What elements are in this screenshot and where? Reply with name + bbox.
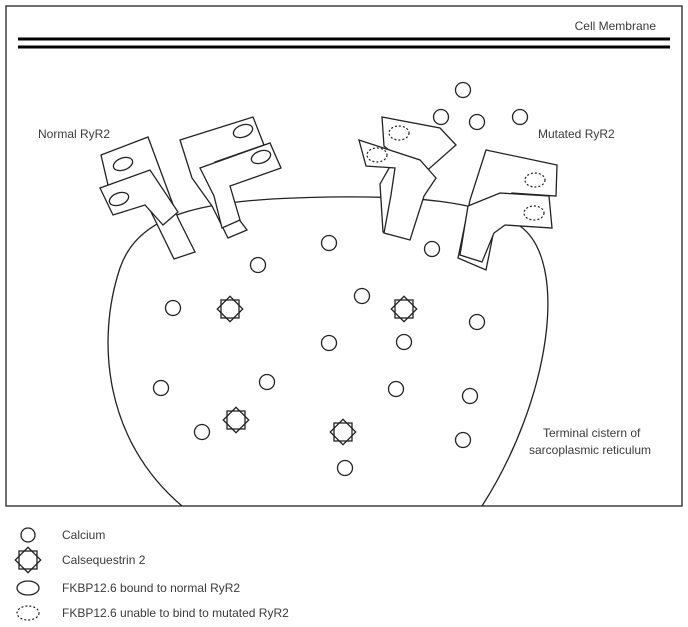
cell-membrane	[18, 37, 670, 49]
fkbp-unbound-markers	[366, 125, 546, 221]
mutated-ryr2-channels	[358, 116, 558, 271]
calcium-ion	[423, 240, 441, 258]
legend-fkbp-unbound-icon	[16, 605, 40, 621]
ryr2-subunit	[179, 116, 265, 239]
mutated-ryr2-label: Mutated RyR2	[538, 127, 615, 141]
fkbp-bound	[108, 191, 130, 207]
fkbp-bound-markers	[108, 123, 272, 207]
cell-membrane-label: Cell Membrane	[575, 19, 657, 33]
calcium-ion	[320, 234, 338, 252]
sr-label-line2: sarcoplasmic reticulum	[529, 443, 651, 457]
ryr2-subunit	[199, 142, 282, 229]
calcium-ion	[454, 431, 472, 449]
fkbp-bound	[232, 123, 254, 139]
legend-fkbp-bound-icon	[16, 580, 40, 596]
calcium-ion	[432, 108, 450, 126]
fkbp-unbound	[388, 125, 410, 141]
sr-label-line1: Terminal cistern of	[543, 426, 641, 440]
diagram-frame	[5, 5, 683, 507]
calsequestrin-markers	[216, 295, 418, 446]
calcium-ion	[511, 108, 529, 126]
ryr2-subunit	[358, 139, 437, 241]
calcium-ion	[258, 373, 276, 391]
fkbp-bound	[250, 149, 272, 165]
calcium-ion	[454, 81, 472, 99]
calcium-ion	[164, 299, 182, 317]
calcium-ion	[353, 287, 371, 305]
calcium-ion	[249, 256, 267, 274]
calcium-ion	[193, 423, 211, 441]
legend-fkbp-bound-label: FKBP12.6 bound to normal RyR2	[62, 581, 240, 595]
calcium-ion	[468, 113, 486, 131]
ryr2-subunit	[459, 192, 553, 263]
legend-fkbp-unbound-label: FKBP12.6 unable to bind to mutated RyR2	[62, 606, 289, 620]
legend-calsequestrin-label: Calsequestrin 2	[62, 553, 146, 567]
legend-calcium-label: Calcium	[62, 528, 105, 542]
terminal-cistern-outline	[107, 196, 549, 507]
calcium-ion	[468, 313, 486, 331]
fkbp-unbound	[366, 147, 388, 163]
legend-calcium-icon	[20, 527, 36, 543]
calcium-ion	[320, 334, 338, 352]
calcium-ion	[152, 379, 170, 397]
calcium-ions	[152, 81, 529, 477]
normal-ryr2-label: Normal RyR2	[38, 127, 110, 141]
calsequestrin-2	[390, 295, 418, 323]
calcium-ion	[461, 387, 479, 405]
calcium-ion	[387, 380, 405, 398]
fkbp-unbound	[524, 172, 546, 188]
legend: Calcium Calsequestrin 2 FKBP12.6 bound t…	[14, 527, 289, 621]
calcium-ion	[395, 333, 413, 351]
calsequestrin-2	[216, 295, 244, 323]
calsequestrin-2	[222, 406, 250, 434]
legend-calsequestrin-icon	[14, 546, 42, 574]
calcium-ion	[336, 459, 354, 477]
calsequestrin-2	[329, 418, 357, 446]
normal-ryr2-channels	[99, 116, 282, 260]
ryr2-subunit	[99, 169, 179, 226]
fkbp-bound	[112, 156, 134, 172]
fkbp-unbound	[523, 205, 545, 221]
